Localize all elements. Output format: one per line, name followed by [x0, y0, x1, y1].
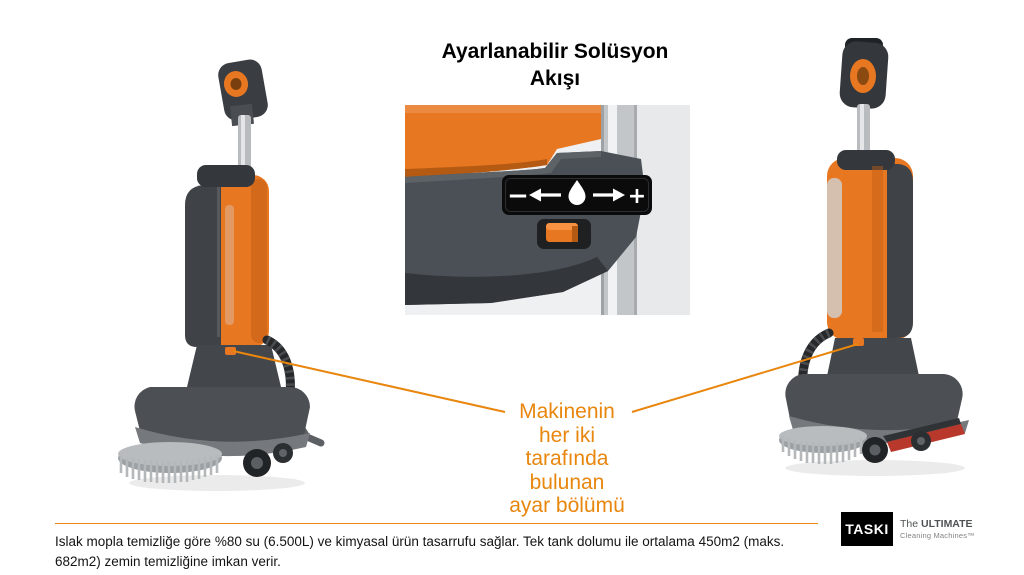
detail-tank [405, 105, 601, 177]
right-machine-handle [839, 38, 889, 109]
droplet-icon [568, 180, 586, 205]
left-flow-adjuster-knob [225, 347, 236, 355]
logo-tagline-top: The ULTIMATE [900, 518, 975, 531]
footer-divider [55, 523, 818, 524]
left-machine-shadow [129, 475, 305, 491]
left-machine-handle [218, 59, 268, 127]
right-machine-mid [827, 338, 919, 376]
page-title: Ayarlanabilir Solüsyon Akışı [441, 40, 669, 91]
solution-flow-detail-image: − + [405, 105, 690, 315]
flow-arrow-left-icon [529, 188, 561, 202]
flow-control-label: − + [502, 175, 652, 215]
right-machine-image [779, 38, 969, 476]
right-machine-wheels [862, 431, 931, 463]
logo-tagline: The ULTIMATE Cleaning Machines™ [900, 518, 975, 540]
callout-text: Makinenin her iki tarafında bulunan ayar… [509, 400, 625, 517]
taski-logo-box: TASKI [841, 512, 893, 546]
flow-plus-label: + [628, 184, 646, 209]
right-flow-adjuster-knob [853, 338, 864, 346]
left-machine-image [118, 59, 325, 491]
left-machine-wheels [243, 443, 293, 477]
flow-adjustment-knob [537, 219, 591, 249]
left-machine-brush [118, 442, 222, 483]
right-machine-body [827, 150, 913, 340]
logo-tagline-bottom: Cleaning Machines™ [900, 530, 975, 540]
taski-logo: TASKI The ULTIMATE Cleaning Machines™ [841, 512, 975, 546]
logo-tagline-the: The [900, 518, 919, 531]
right-machine-brush [779, 426, 867, 464]
flow-arrow-right-icon [593, 188, 625, 202]
footer-text: Islak mopla temizliğe göre %80 su (6.500… [55, 534, 785, 570]
logo-tagline-ultimate: ULTIMATE [921, 518, 973, 531]
left-machine-body [185, 165, 269, 347]
flow-minus-label: − [507, 181, 529, 211]
